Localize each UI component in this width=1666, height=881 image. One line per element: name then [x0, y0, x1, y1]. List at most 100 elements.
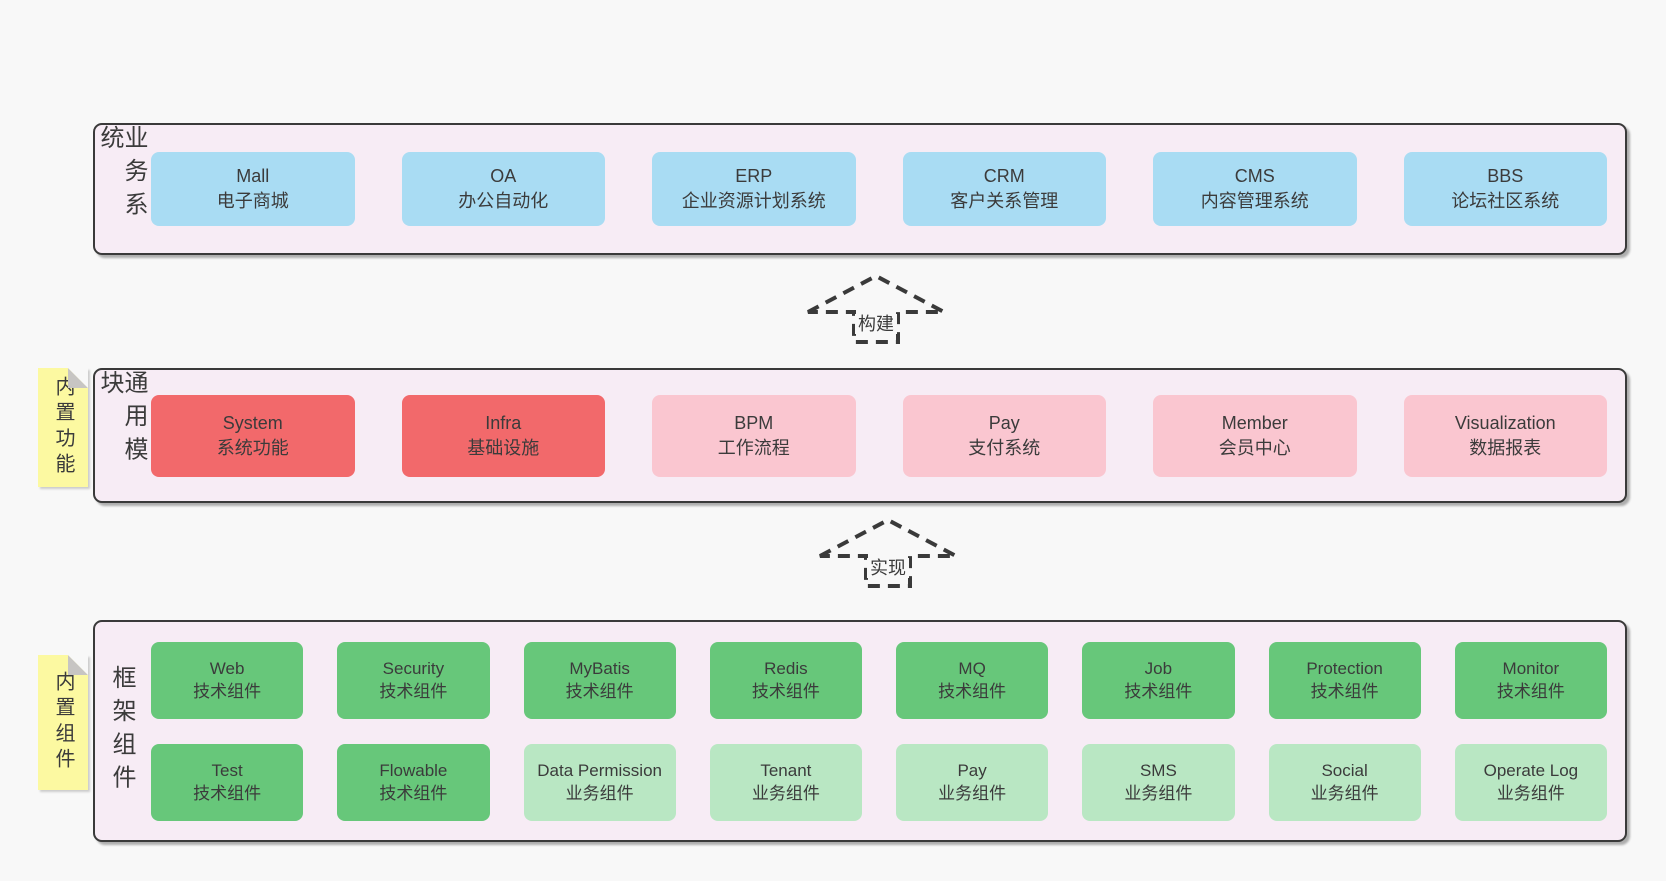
component-box: OA 办公自动化 [401, 152, 605, 226]
box-subtitle: 支付系统 [968, 437, 1041, 458]
box-subtitle: 技术组件 [938, 682, 1007, 701]
box-title: Flowable [379, 761, 448, 780]
box-title: CMS [1234, 166, 1275, 186]
component-box: ERP 企业资源计划系统 [652, 152, 856, 226]
box-title: ERP [735, 166, 773, 186]
box-title: Redis [764, 659, 808, 678]
box-title: BPM [734, 412, 774, 433]
box-subtitle: 电子商城 [216, 191, 289, 211]
box-title: CRM [983, 166, 1025, 186]
component-box: BPM 工作流程 [652, 394, 856, 477]
band-label-framework-components: 框架组件 [108, 664, 135, 798]
box-subtitle: 技术组件 [1310, 682, 1379, 701]
up-arrow-icon [807, 273, 945, 344]
box-title: Security [382, 659, 445, 678]
band-business-systems: 业务系统 Mall 电子商城 OA 办公自动化 ERP 企业资源计划系统 CRM… [93, 123, 1627, 255]
sticky-note-builtin-features: 内置功能 [38, 368, 88, 487]
up-arrow-icon [819, 517, 957, 588]
box-subtitle: 业务组件 [938, 784, 1007, 803]
box-subtitle: 业务组件 [565, 784, 634, 803]
box-title: System [222, 412, 283, 433]
box-subtitle: 内容管理系统 [1200, 191, 1309, 211]
sticky-note-builtin-components: 内置组件 [38, 655, 88, 790]
band-framework-components: 框架组件 Web 技术组件 Security 技术组件 MyBatis 技术组件… [93, 620, 1627, 842]
band-content: Web 技术组件 Security 技术组件 MyBatis 技术组件 Redi… [139, 641, 1625, 821]
component-box: Monitor 技术组件 [1454, 641, 1607, 719]
component-row: Test 技术组件 Flowable 技术组件 Data Permission … [151, 743, 1607, 821]
box-subtitle: 技术组件 [379, 784, 448, 803]
band-common-modules: 通用模块 System 系统功能 Infra 基础设施 BPM 工作流程 Pay… [93, 368, 1627, 503]
box-subtitle: 客户关系管理 [950, 191, 1059, 211]
box-subtitle: 技术组件 [751, 682, 820, 701]
component-box: Data Permission 业务组件 [523, 743, 676, 821]
component-box: Pay 业务组件 [896, 743, 1049, 821]
box-subtitle: 系统功能 [216, 437, 289, 458]
component-box: MQ 技术组件 [896, 641, 1049, 719]
box-title: Member [1221, 412, 1288, 433]
component-row: Mall 电子商城 OA 办公自动化 ERP 企业资源计划系统 CRM 客户关系… [151, 152, 1607, 226]
band-label-common-modules: 通用模块 [96, 370, 147, 470]
box-title: MyBatis [569, 659, 630, 678]
component-row: Web 技术组件 Security 技术组件 MyBatis 技术组件 Redi… [151, 641, 1607, 719]
band-content: Mall 电子商城 OA 办公自动化 ERP 企业资源计划系统 CRM 客户关系… [139, 152, 1625, 226]
box-title: OA [490, 166, 517, 186]
box-title: Operate Log [1483, 761, 1579, 780]
box-subtitle: 业务组件 [751, 784, 820, 803]
component-box: CRM 客户关系管理 [902, 152, 1106, 226]
component-row: System 系统功能 Infra 基础设施 BPM 工作流程 Pay 支付系统… [151, 394, 1607, 477]
component-box: Tenant 业务组件 [709, 743, 862, 821]
band-content: System 系统功能 Infra 基础设施 BPM 工作流程 Pay 支付系统… [139, 394, 1625, 477]
box-title: Mall [236, 166, 270, 186]
component-box: Visualization 数据报表 [1403, 394, 1607, 477]
box-title: Test [211, 761, 243, 780]
box-title: Social [1321, 761, 1368, 780]
box-subtitle: 会员中心 [1218, 437, 1291, 458]
box-subtitle: 企业资源计划系统 [681, 191, 826, 211]
box-title: Monitor [1502, 659, 1560, 678]
box-title: Visualization [1454, 412, 1556, 433]
band-label-business-systems: 业务系统 [96, 125, 147, 225]
component-box: BBS 论坛社区系统 [1403, 152, 1607, 226]
box-subtitle: 技术组件 [1124, 682, 1193, 701]
box-subtitle: 工作流程 [717, 437, 790, 458]
sticky-note-label: 内置功能 [52, 376, 74, 479]
component-box: Security 技术组件 [337, 641, 490, 719]
box-subtitle: 业务组件 [1496, 784, 1565, 803]
box-subtitle: 技术组件 [193, 784, 262, 803]
component-box: System 系统功能 [151, 394, 355, 477]
box-title: Pay [988, 412, 1020, 433]
sticky-note-label: 内置组件 [52, 671, 74, 774]
component-box: Protection 技术组件 [1268, 641, 1421, 719]
component-box: SMS 业务组件 [1082, 743, 1235, 821]
component-box: Member 会员中心 [1153, 394, 1357, 477]
box-title: SMS [1139, 761, 1177, 780]
component-box: Social 业务组件 [1268, 743, 1421, 821]
build-arrow: 构建 [806, 272, 946, 346]
box-title: Job [1144, 659, 1173, 678]
box-title: Web [209, 659, 245, 678]
component-box: Web 技术组件 [151, 641, 304, 719]
implement-arrow: 实现 [818, 516, 958, 590]
box-title: BBS [1487, 166, 1524, 186]
box-title: Pay [957, 761, 987, 780]
component-box: Test 技术组件 [151, 743, 304, 821]
box-title: Protection [1306, 659, 1383, 678]
box-title: Data Permission [537, 761, 662, 780]
implement-arrow-label: 实现 [867, 558, 909, 578]
component-box: Mall 电子商城 [151, 152, 355, 226]
box-subtitle: 办公自动化 [458, 191, 549, 211]
component-box: Redis 技术组件 [709, 641, 862, 719]
component-box: MyBatis 技术组件 [523, 641, 676, 719]
box-subtitle: 基础设施 [467, 437, 540, 458]
box-subtitle: 技术组件 [565, 682, 634, 701]
component-box: Infra 基础设施 [401, 394, 605, 477]
component-box: Pay 支付系统 [902, 394, 1106, 477]
box-title: MQ [958, 659, 986, 678]
box-title: Infra [485, 412, 522, 433]
component-box: Flowable 技术组件 [337, 743, 490, 821]
box-subtitle: 技术组件 [379, 682, 448, 701]
component-box: CMS 内容管理系统 [1153, 152, 1357, 226]
box-subtitle: 论坛社区系统 [1451, 191, 1560, 211]
component-box: Job 技术组件 [1082, 641, 1235, 719]
